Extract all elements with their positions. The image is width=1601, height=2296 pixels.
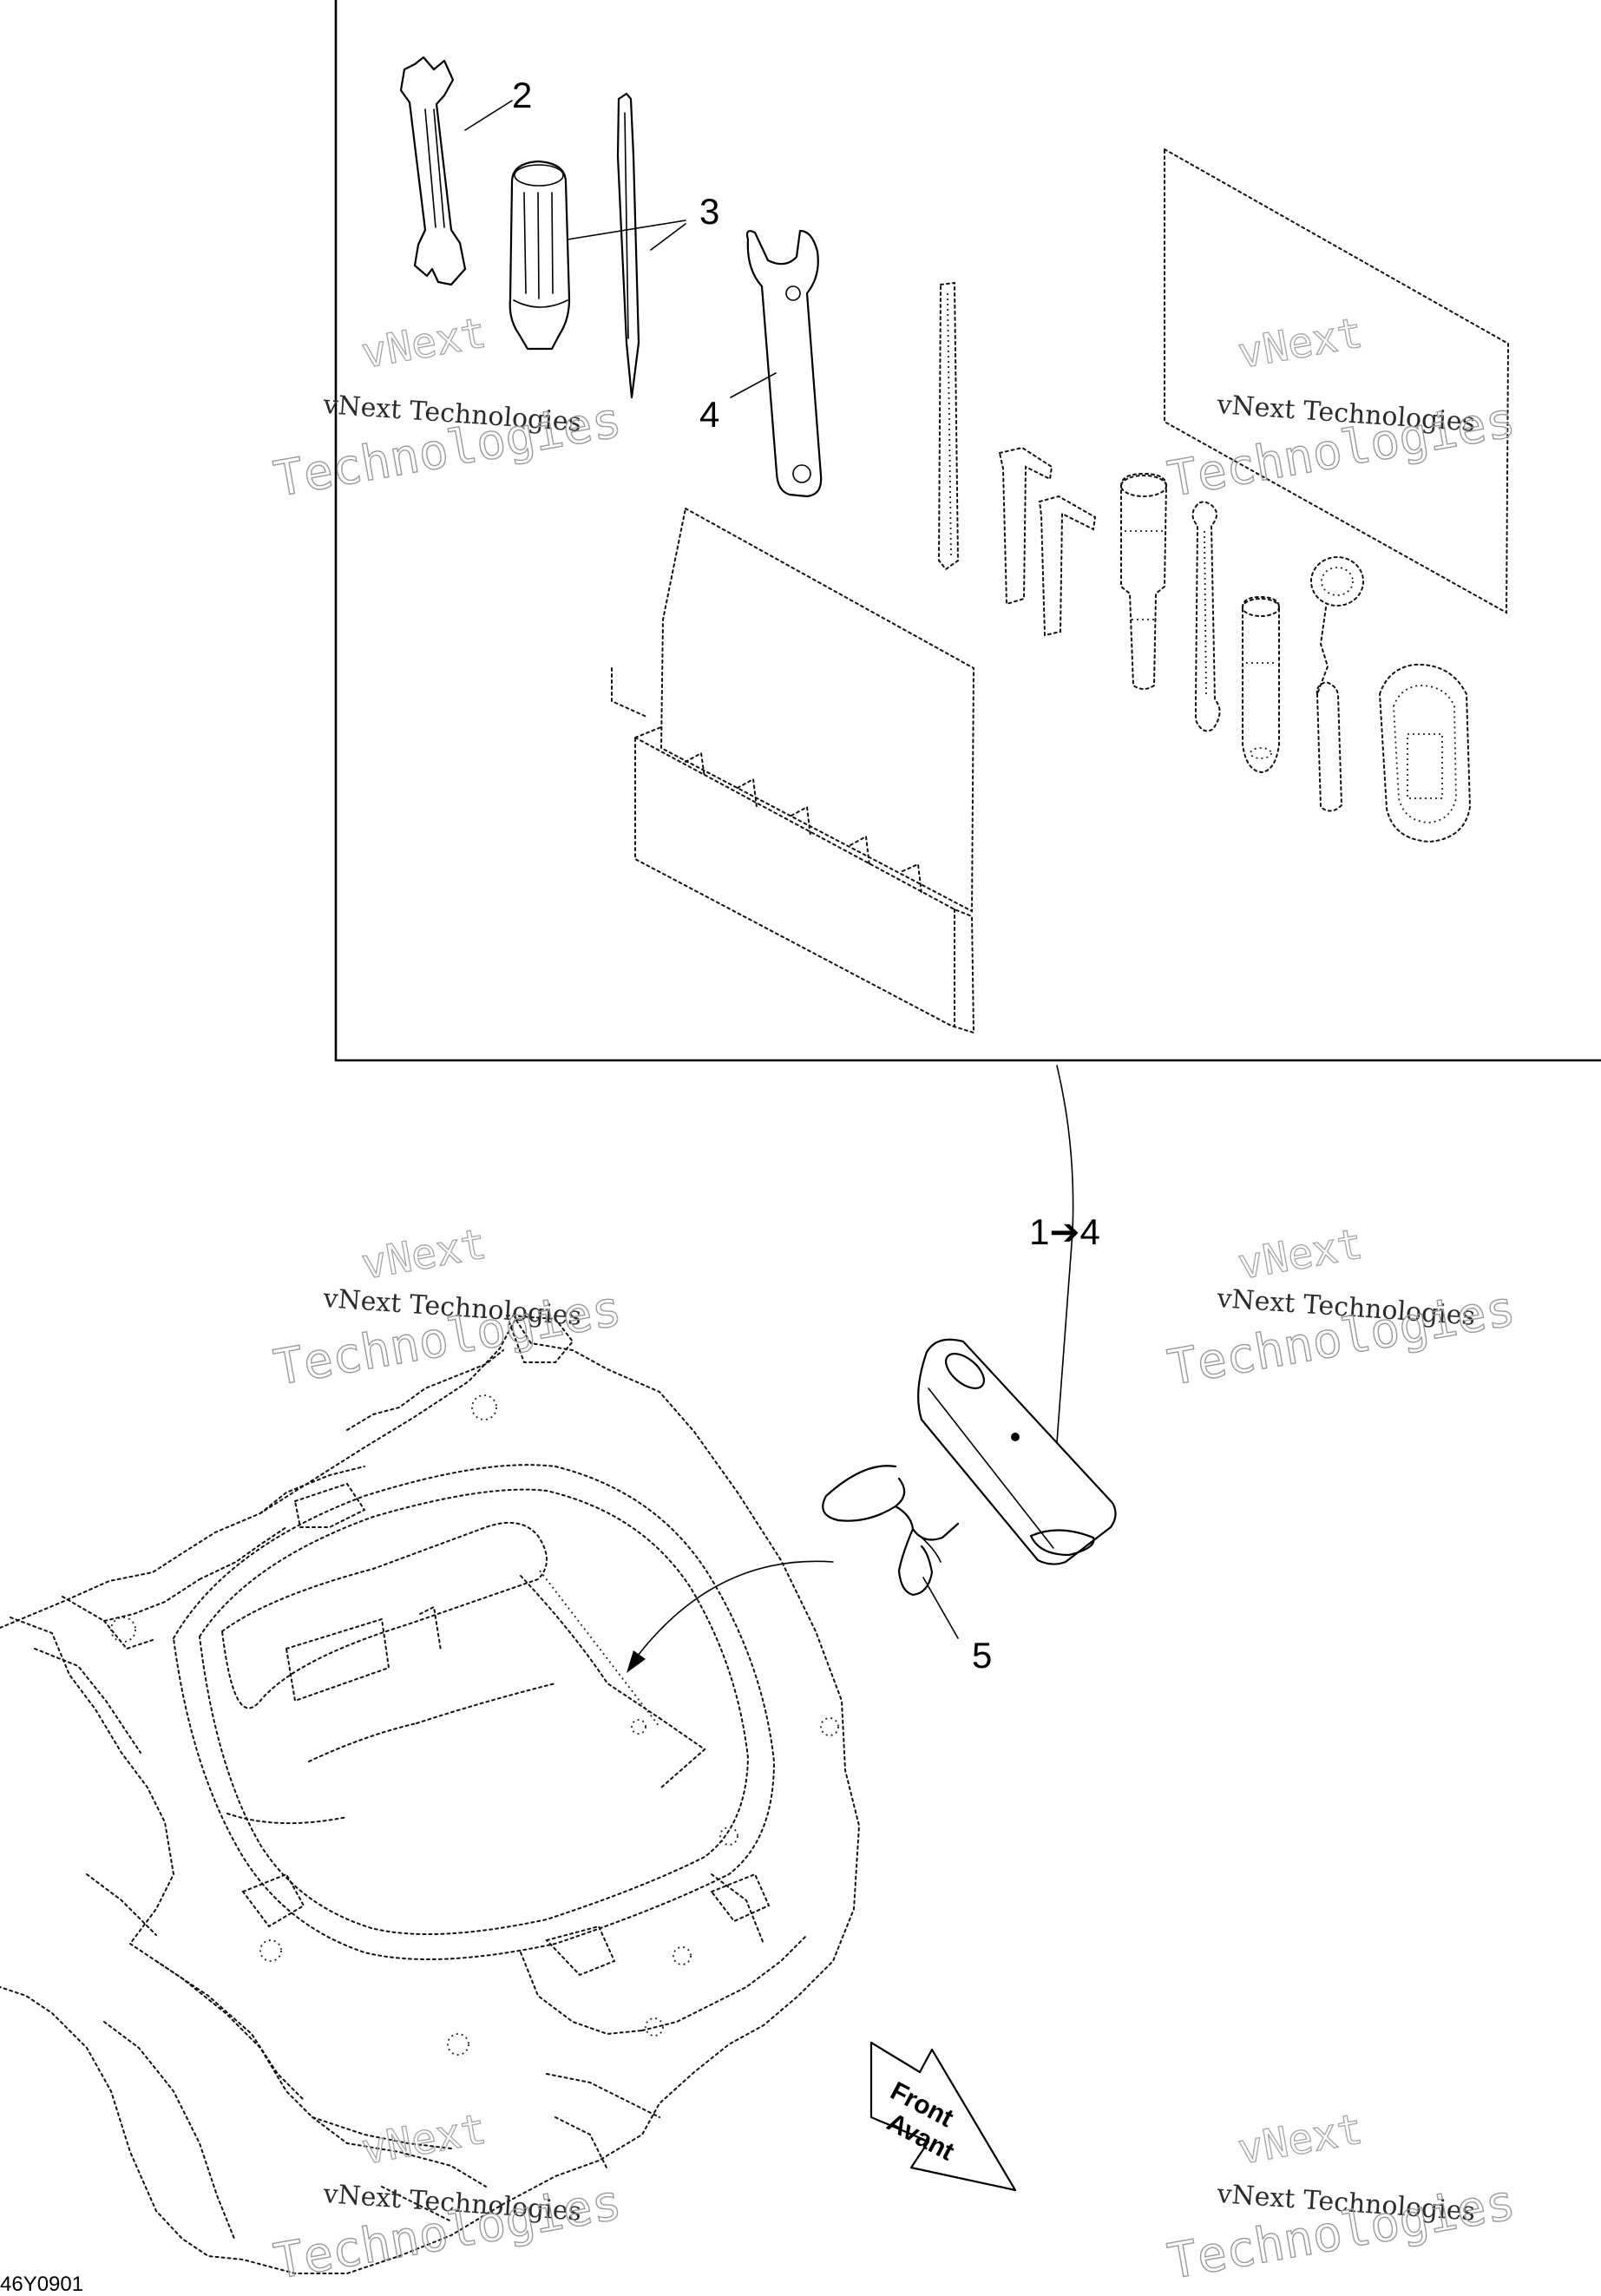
watermark-brand: vNext — [1234, 2105, 1366, 2175]
screwdriver-bit-shaft-icon — [616, 92, 640, 399]
tool-holder-pouch-icon — [611, 507, 975, 1034]
key-ring-icon — [1310, 556, 1364, 812]
watermark-top-right: vNext vNext Technologies Technologies — [1163, 308, 1519, 509]
callout-3: 3 — [699, 191, 719, 232]
spanner-wrench-icon — [745, 229, 823, 498]
detail-leader-line — [1056, 1065, 1074, 1443]
screwdriver-handle-icon — [509, 160, 571, 351]
allen-key-small-icon — [1038, 495, 1097, 637]
watermark-bottom-left: vNext vNext Technologies Technologies — [269, 2104, 626, 2292]
safety-lanyard-clip-icon — [822, 1465, 960, 1597]
watermark-brand: vNext — [358, 2105, 489, 2175]
watermark-brand: vNext — [1234, 309, 1366, 378]
watermark-top-left: vNext vNext Technologies Technologies — [269, 308, 626, 509]
callout-leaders — [464, 100, 959, 1639]
spark-plug-socket-icon — [1120, 472, 1168, 690]
callout-1-to-4: 1➔4 — [1029, 1211, 1100, 1252]
watermark-brand: vNext — [1234, 1220, 1366, 1289]
socket-small-icon — [1242, 595, 1280, 774]
watermark-brand: vNext — [358, 309, 489, 378]
front-direction-arrow: Front Avant — [869, 2041, 1017, 2192]
allen-key-large-icon — [998, 446, 1053, 606]
key-fob-icon — [1378, 663, 1472, 843]
install-direction-arrow — [627, 1560, 834, 1673]
watermark-middle-left: vNext vNext Technologies Technologies — [269, 1219, 626, 1398]
tool-storage-tube-icon — [917, 1338, 1117, 1565]
callout-5: 5 — [972, 1635, 992, 1676]
extension-bar-icon — [937, 281, 960, 571]
watermark-middle-right: vNext vNext Technologies Technologies — [1163, 1219, 1519, 1398]
vehicle-front-body-icon — [0, 1314, 861, 2274]
tool-kit-detail-frame — [334, 0, 1601, 1062]
combination-wrench-icon — [1191, 501, 1221, 732]
open-end-wrench-icon — [399, 56, 467, 286]
watermark-bottom-right: vNext vNext Technologies Technologies — [1163, 2104, 1519, 2292]
instruction-card-icon — [1164, 148, 1510, 614]
callout-4: 4 — [699, 394, 719, 435]
watermark-brand: vNext — [358, 1220, 489, 1289]
callout-2: 2 — [512, 75, 532, 115]
figure-code: 46Y0901 — [0, 2273, 83, 2296]
